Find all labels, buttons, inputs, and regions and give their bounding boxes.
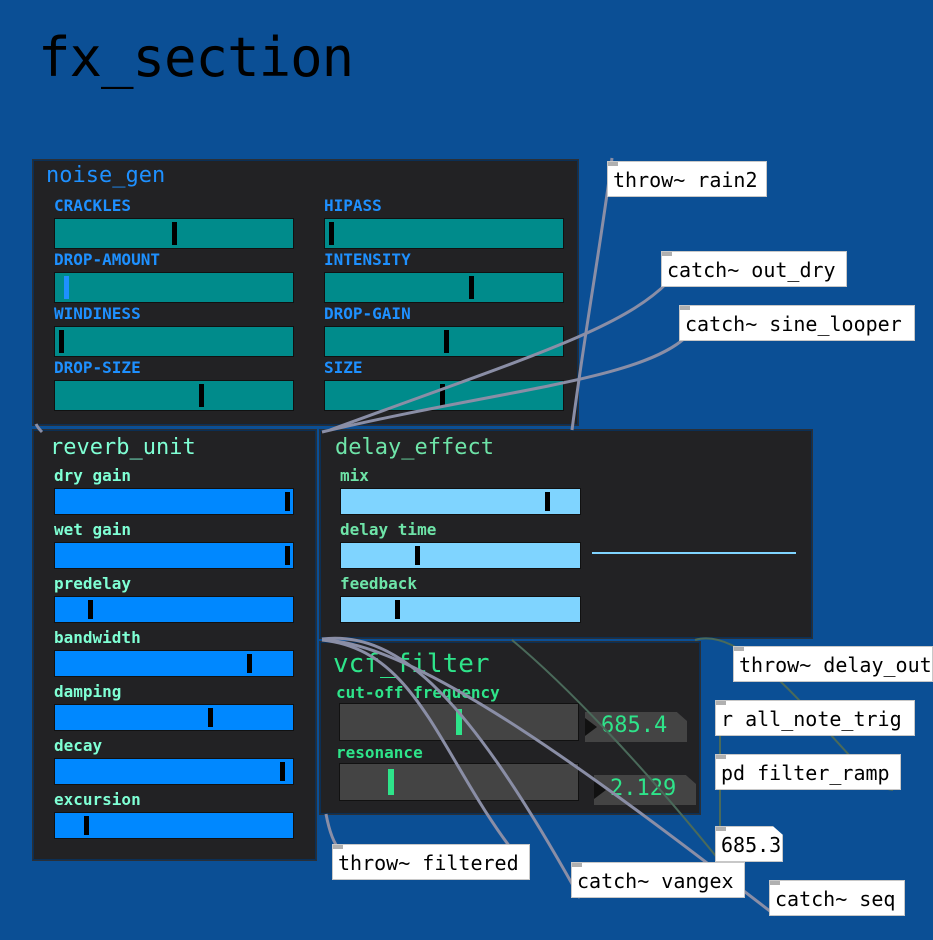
- inlet-nub[interactable]: [716, 827, 726, 831]
- reverb-wet-gain-slider[interactable]: [54, 542, 294, 569]
- inlet-nub[interactable]: [716, 701, 726, 705]
- reverb-bandwidth-slider-knob[interactable]: [246, 654, 252, 673]
- noise-windiness-label: WINDINESS: [54, 304, 141, 323]
- noise-size-slider[interactable]: [324, 380, 564, 411]
- noise-crackles-slider-knob[interactable]: [172, 222, 177, 245]
- inlet-nub[interactable]: [333, 845, 343, 849]
- noise-gen-title: noise_gen: [46, 163, 166, 188]
- delay-mix-slider-knob[interactable]: [544, 492, 550, 511]
- noise-drop-amount-slider-knob[interactable]: [63, 276, 69, 299]
- throw-filtered-object[interactable]: throw~ filtered: [332, 844, 530, 880]
- noise-drop-amount-slider[interactable]: [54, 272, 294, 303]
- reverb-decay-label: decay: [54, 736, 103, 755]
- noise-drop-size-label: DROP-SIZE: [54, 358, 141, 377]
- inlet-nub[interactable]: [734, 647, 744, 651]
- delay-delay-time-slider-knob[interactable]: [415, 546, 421, 565]
- noise-crackles-label: CRACKLES: [54, 196, 132, 215]
- reverb-decay-slider-knob[interactable]: [280, 762, 286, 781]
- reverb-bandwidth-label: bandwidth: [54, 628, 141, 647]
- resonance-number-triangle-icon: [594, 781, 606, 799]
- inlet-nub[interactable]: [572, 863, 582, 867]
- resonance-number-box[interactable]: 2.129: [594, 775, 696, 805]
- patch-title: fx_section: [38, 26, 354, 89]
- noise-crackles-slider[interactable]: [54, 218, 294, 249]
- cutoff-number-box[interactable]: 685.4: [585, 712, 687, 742]
- noise-hipass-slider-knob[interactable]: [329, 222, 334, 245]
- reverb-damping-slider[interactable]: [54, 704, 294, 731]
- reverb-predelay-slider[interactable]: [54, 596, 294, 623]
- resonance-slider-knob[interactable]: [387, 769, 394, 795]
- vcf-filter-title: vcf_filter: [333, 649, 490, 679]
- cutoff-number-triangle-icon: [585, 718, 597, 736]
- delay-feedback-slider-knob[interactable]: [394, 600, 400, 619]
- delay-mix-label: mix: [340, 466, 369, 485]
- throw-delay-out-object[interactable]: throw~ delay_out: [733, 646, 933, 682]
- noise-windiness-slider[interactable]: [54, 326, 294, 357]
- catch-vangex-object[interactable]: catch~ vangex: [571, 862, 745, 898]
- reverb-dry-gain-label: dry gain: [54, 466, 132, 485]
- noise-drop-gain-label: DROP-GAIN: [324, 304, 411, 323]
- inlet-nub[interactable]: [608, 162, 618, 166]
- noise-drop-gain-slider-knob[interactable]: [444, 330, 450, 353]
- delay-feedback-slider[interactable]: [340, 596, 581, 623]
- inlet-nub[interactable]: [662, 252, 672, 256]
- reverb-excursion-label: excursion: [54, 790, 141, 809]
- reverb-unit-panel[interactable]: reverb_unit dry gain wet gain predelay band…: [32, 429, 317, 861]
- reverb-excursion-slider-knob[interactable]: [83, 816, 89, 835]
- noise-hipass-label: HIPASS: [324, 196, 382, 215]
- delay-time-display-line: [592, 552, 796, 554]
- cutoff-label: cut-off frequency: [336, 683, 500, 702]
- noise-intensity-label: INTENSITY: [324, 250, 411, 269]
- noise-drop-amount-label: DROP-AMOUNT: [54, 250, 160, 269]
- cutoff-number-value: 685.4: [601, 713, 668, 738]
- inlet-nub[interactable]: [680, 306, 690, 310]
- catch-seq-object[interactable]: catch~ seq: [769, 880, 905, 916]
- inlet-nub[interactable]: [770, 881, 780, 885]
- vcf-filter-panel[interactable]: vcf_filter cut-off frequency 685.4 reson…: [319, 641, 701, 815]
- resonance-slider[interactable]: [339, 763, 579, 801]
- cutoff-slider-knob[interactable]: [456, 709, 463, 735]
- delay-mix-slider[interactable]: [340, 488, 581, 515]
- delay-effect-panel[interactable]: delay_effect mix delay time feedback: [319, 429, 813, 639]
- delay-feedback-label: feedback: [340, 574, 418, 593]
- reverb-bandwidth-slider[interactable]: [54, 650, 294, 677]
- reverb-dry-gain-slider[interactable]: [54, 488, 294, 515]
- noise-size-slider-knob[interactable]: [439, 384, 445, 407]
- resonance-label: resonance: [336, 743, 423, 762]
- r-all-note-trig-object[interactable]: r all_note_trig: [715, 700, 915, 736]
- reverb-excursion-slider[interactable]: [54, 812, 294, 839]
- reverb-predelay-label: predelay: [54, 574, 132, 593]
- reverb-damping-label: damping: [54, 682, 122, 701]
- resonance-number-value: 2.129: [610, 776, 677, 801]
- inlet-nub[interactable]: [716, 755, 726, 759]
- cutoff-slider[interactable]: [339, 703, 579, 741]
- noise-hipass-slider[interactable]: [324, 218, 564, 249]
- reverb-decay-slider[interactable]: [54, 758, 294, 785]
- noise-drop-size-slider-knob[interactable]: [199, 384, 205, 407]
- number-685-box[interactable]: 685.3: [715, 826, 783, 862]
- throw-rain2-object[interactable]: throw~ rain2: [607, 161, 767, 197]
- wire-throw-rain2: [570, 157, 614, 431]
- noise-drop-gain-slider[interactable]: [324, 326, 564, 357]
- noise-size-label: SIZE: [324, 358, 363, 377]
- delay-effect-title: delay_effect: [335, 435, 494, 460]
- noise-intensity-slider-knob[interactable]: [469, 276, 475, 299]
- reverb-wet-gain-slider-knob[interactable]: [285, 546, 290, 565]
- reverb-predelay-slider-knob[interactable]: [88, 600, 94, 619]
- catch-out-dry-object[interactable]: catch~ out_dry: [661, 251, 847, 287]
- noise-windiness-slider-knob[interactable]: [59, 330, 64, 353]
- delay-delay-time-label: delay time: [340, 520, 437, 539]
- reverb-dry-gain-slider-knob[interactable]: [285, 492, 290, 511]
- noise-drop-size-slider[interactable]: [54, 380, 294, 411]
- noise-gen-panel[interactable]: noise_gen CRACKLES HIPASS DROP-AMOUNT INTEN…: [32, 159, 579, 426]
- delay-delay-time-slider[interactable]: [340, 542, 581, 569]
- reverb-unit-title: reverb_unit: [50, 435, 196, 460]
- catch-sine-looper-object[interactable]: catch~ sine_looper: [679, 305, 915, 341]
- reverb-damping-slider-knob[interactable]: [208, 708, 214, 727]
- reverb-wet-gain-label: wet gain: [54, 520, 132, 539]
- noise-intensity-slider[interactable]: [324, 272, 564, 303]
- pd-filter-ramp-object[interactable]: pd filter_ramp: [715, 754, 901, 790]
